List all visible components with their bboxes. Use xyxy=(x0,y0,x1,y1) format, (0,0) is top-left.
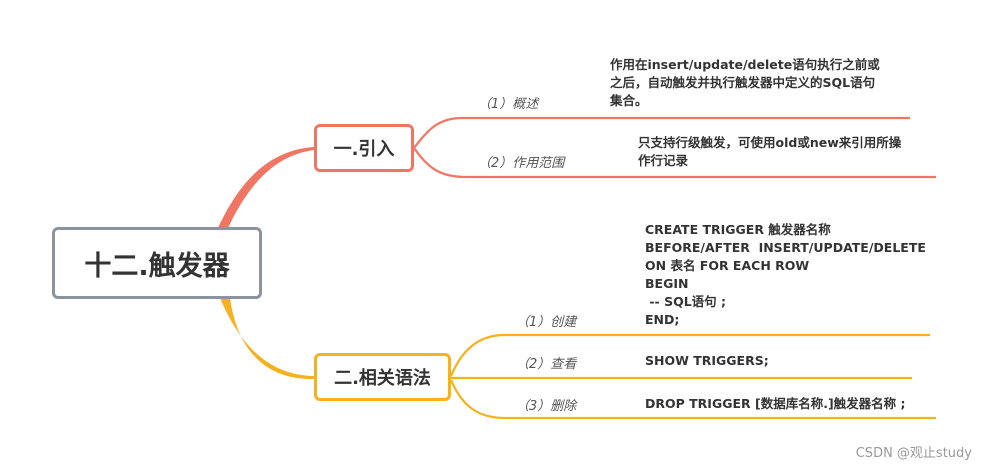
child-label-create[interactable]: （1）创建 xyxy=(516,315,577,330)
connector-branch1-child1 xyxy=(413,116,910,149)
watermark: CSDN @观止study xyxy=(855,446,972,461)
child-label-overview[interactable]: （1）概述 xyxy=(478,97,539,112)
connector-branch1-child2 xyxy=(413,147,936,179)
branch-node-intro[interactable]: 一.引入 xyxy=(314,124,414,172)
child-content-overview: 作用在insert/update/delete语句执行之前或 之后，自动触发并执… xyxy=(610,57,880,108)
connector-branch2-child3 xyxy=(449,379,936,420)
child-content-scope: 只支持行级触发，可使用old或new来引用所操 作行记录 xyxy=(638,135,902,168)
branch-node-syntax[interactable]: 二.相关语法 xyxy=(314,353,451,401)
connector-root-branch1 xyxy=(218,147,314,228)
child-label-show[interactable]: （2）查看 xyxy=(516,357,577,372)
child-content-drop: DROP TRIGGER [数据库名称.]触发器名称 ; xyxy=(645,396,906,411)
child-label-scope[interactable]: （2）作用范围 xyxy=(478,156,565,171)
connector-branch2-child1 xyxy=(449,333,930,377)
root-node[interactable]: 十二.触发器 xyxy=(52,227,262,299)
child-content-create: CREATE TRIGGER 触发器名称 BEFORE/AFTER INSERT… xyxy=(645,222,926,327)
child-content-show: SHOW TRIGGERS; xyxy=(645,353,769,368)
child-label-drop[interactable]: （3）删除 xyxy=(516,399,577,414)
connector-root-branch2 xyxy=(220,298,314,380)
